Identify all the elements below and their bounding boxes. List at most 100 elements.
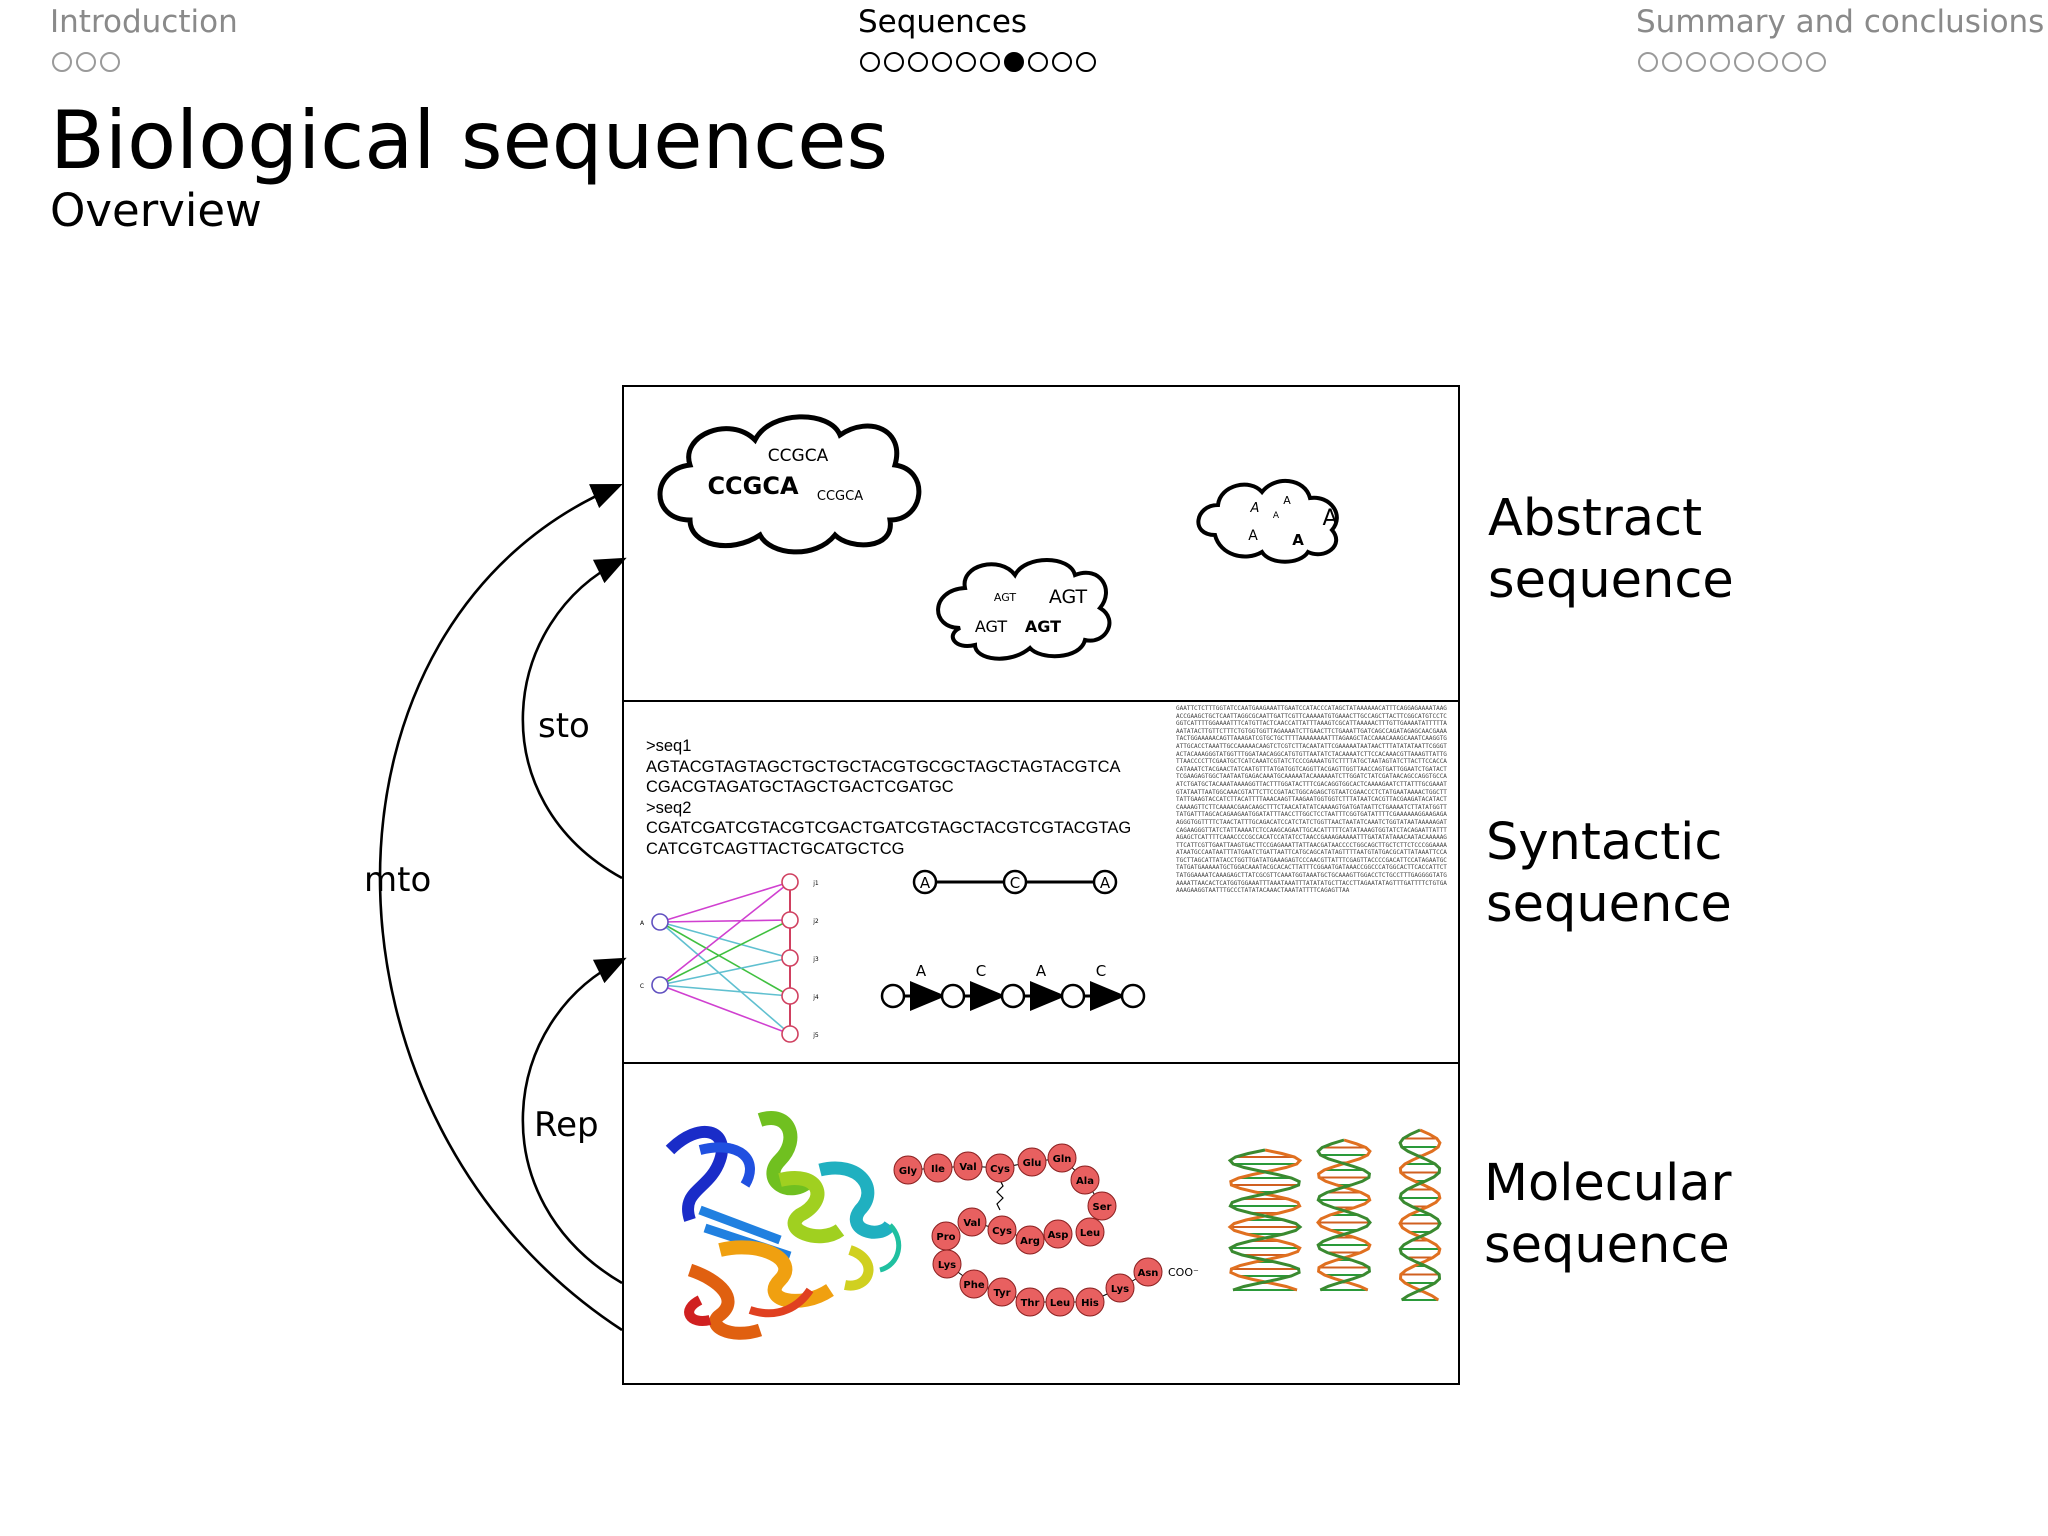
cloud-mid-word-2: AGT	[1049, 586, 1088, 608]
cloud-small-letter-3: A	[1273, 511, 1280, 521]
residue-bead	[1047, 1143, 1077, 1173]
dna-strand	[1398, 1128, 1442, 1302]
small-graph-node-2: C	[1010, 874, 1020, 892]
nav-section-title[interactable]: Sequences	[858, 4, 1028, 40]
graph-right-label: j1	[812, 880, 819, 887]
nav-slide-dot[interactable]	[1638, 52, 1658, 72]
nav-section-2[interactable]: Sequences	[858, 4, 1027, 40]
mto-arrow	[378, 483, 623, 1332]
nav-slide-dot[interactable]	[76, 52, 96, 72]
nav-slide-dot[interactable]	[908, 52, 928, 72]
residue-label: Ser	[1093, 1202, 1112, 1213]
chain-state	[1060, 983, 1086, 1009]
residue-label: Arg	[1020, 1236, 1040, 1247]
cloud-small-letter-4: A	[1248, 528, 1258, 544]
residue-bead	[1133, 1257, 1163, 1287]
cloud-big-word-3: CCGCA	[817, 489, 863, 504]
chain-edge-label: C	[1096, 962, 1106, 980]
nav-slide-dot[interactable]	[1076, 52, 1096, 72]
graph-right-node	[781, 873, 799, 891]
terminal-label: COO⁻	[1168, 1266, 1199, 1279]
cloud-small-letter-2: A	[1283, 494, 1291, 507]
residue-bead	[987, 1215, 1017, 1245]
nav-slide-dot[interactable]	[1052, 52, 1072, 72]
cloud-mid-word-3: AGT	[975, 617, 1007, 636]
sto-arrow	[521, 557, 627, 880]
nav-slide-dot[interactable]	[1004, 52, 1024, 72]
residue-label: Lys	[938, 1260, 956, 1271]
residue-label: Lys	[1111, 1284, 1129, 1295]
residue-label: Val	[963, 1218, 980, 1229]
nav-section-dots	[860, 52, 1096, 72]
residue-bead	[1045, 1287, 1075, 1317]
nav-section-1[interactable]: Introduction	[50, 4, 238, 40]
syntactic-label: Syntactic sequence	[1486, 813, 1732, 934]
nav-slide-dot[interactable]	[884, 52, 904, 72]
residue-bead	[987, 1277, 1017, 1307]
nav-slide-dot[interactable]	[860, 52, 880, 72]
small-sequence-graph: A C A	[912, 869, 1118, 895]
nav-slide-dot[interactable]	[1806, 52, 1826, 72]
nav-section-dots	[52, 52, 120, 72]
nav-slide-dot[interactable]	[1662, 52, 1682, 72]
residue-label: Val	[959, 1162, 976, 1173]
chain-edge-label: C	[976, 962, 986, 980]
nav-slide-dot[interactable]	[1686, 52, 1706, 72]
frame-title: Biological sequences	[50, 94, 889, 187]
fasta-text: >seq1 AGTACGTAGTAGCTGCTGCTACGTGCGCTAGCTA…	[646, 737, 1132, 858]
residue-bead	[1087, 1191, 1117, 1221]
residue-bead	[953, 1151, 983, 1181]
graph-right-label: j3	[812, 956, 819, 963]
graph-left-label: A	[640, 920, 645, 927]
nav-slide-dot[interactable]	[956, 52, 976, 72]
residue-label: Ala	[1076, 1176, 1094, 1187]
nav-section-title[interactable]: Summary and conclusions	[1636, 4, 2045, 40]
nav-slide-dot[interactable]	[1734, 52, 1754, 72]
nav-slide-dot[interactable]	[52, 52, 72, 72]
protein-ribbon-icon	[665, 1111, 902, 1340]
residue-label: Gly	[899, 1166, 918, 1177]
residue-label: Glu	[1023, 1158, 1042, 1169]
residue-bead	[923, 1153, 953, 1183]
mid-cloud-icon: AGT AGT AGT AGT	[936, 558, 1112, 661]
cloud-small-letter-5: A	[1292, 531, 1304, 549]
nav-section-title[interactable]: Introduction	[50, 4, 238, 40]
rep-arrow	[521, 957, 627, 1285]
nav-slide-dot[interactable]	[1758, 52, 1778, 72]
graph-edge	[659, 921, 791, 997]
graph-edge	[659, 921, 791, 1035]
residue-label: His	[1081, 1298, 1099, 1309]
nav-slide-dot[interactable]	[932, 52, 952, 72]
graph-right-node	[781, 987, 799, 1005]
residue-label: Asn	[1138, 1268, 1159, 1279]
graph-edge	[659, 957, 791, 986]
nav-slide-dot[interactable]	[980, 52, 1000, 72]
disulfide-bond	[996, 1179, 1004, 1211]
abstract-label: Abstract sequence	[1488, 489, 1734, 610]
graph-left-node	[651, 913, 669, 931]
nav-slide-dot[interactable]	[1710, 52, 1730, 72]
cloud-big-word-2: CCGCA	[707, 472, 799, 500]
residue-bead	[1015, 1225, 1045, 1255]
graph-edge	[659, 921, 791, 959]
residue-bead	[1043, 1219, 1073, 1249]
graph-left-node	[651, 976, 669, 994]
nav-slide-dot[interactable]	[1028, 52, 1048, 72]
nav-slide-dot[interactable]	[100, 52, 120, 72]
graph-edge	[659, 984, 791, 997]
cloud-big-word-1: CCGCA	[768, 446, 829, 466]
chain-edge-label: A	[916, 962, 927, 980]
residue-bead	[985, 1153, 1015, 1183]
sto-label: sto	[538, 706, 590, 746]
graph-edge	[659, 919, 791, 923]
graph-right-node	[781, 949, 799, 967]
nav-section-3[interactable]: Summary and conclusions	[1636, 4, 2044, 40]
graph-left-label: C	[640, 983, 644, 990]
nav-slide-dot[interactable]	[1782, 52, 1802, 72]
big-cloud-icon: CCGCA CCGCA CCGCA	[657, 414, 922, 555]
chain-state	[880, 983, 906, 1009]
cloud-small-letter-1: A	[1250, 501, 1260, 516]
residue-bead	[893, 1155, 923, 1185]
